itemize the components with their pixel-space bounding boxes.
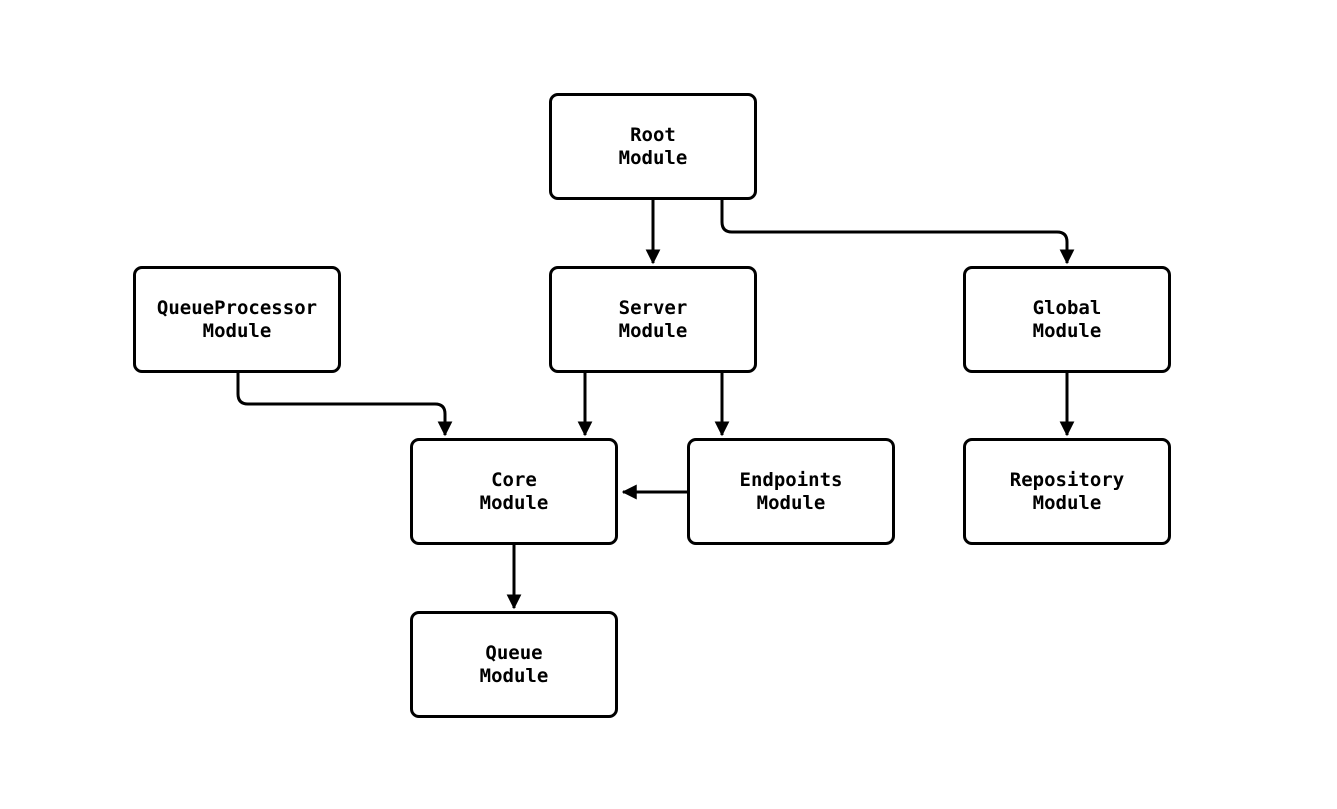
node-endpoints-module-label: Endpoints Module (739, 468, 843, 514)
node-server-module: Server Module (549, 266, 757, 373)
node-core-module: Core Module (410, 438, 618, 545)
node-queue-module: Queue Module (410, 611, 618, 718)
node-repository-module-label: Repository Module (1009, 468, 1125, 514)
node-server-module-label: Server Module (618, 296, 688, 342)
node-global-module-label: Global Module (1032, 296, 1102, 342)
node-root-module: Root Module (549, 93, 757, 200)
node-repository-module: Repository Module (963, 438, 1171, 545)
node-root-module-label: Root Module (618, 123, 688, 169)
edge-root-to-global (720, 199, 1075, 265)
edge-queueprocessor-to-core (236, 372, 453, 437)
node-queueprocessor-module-label: QueueProcessor Module (156, 296, 318, 342)
node-global-module: Global Module (963, 266, 1171, 373)
node-queue-module-label: Queue Module (479, 641, 549, 687)
node-endpoints-module: Endpoints Module (687, 438, 895, 545)
node-core-module-label: Core Module (479, 468, 549, 514)
node-queueprocessor-module: QueueProcessor Module (133, 266, 341, 373)
